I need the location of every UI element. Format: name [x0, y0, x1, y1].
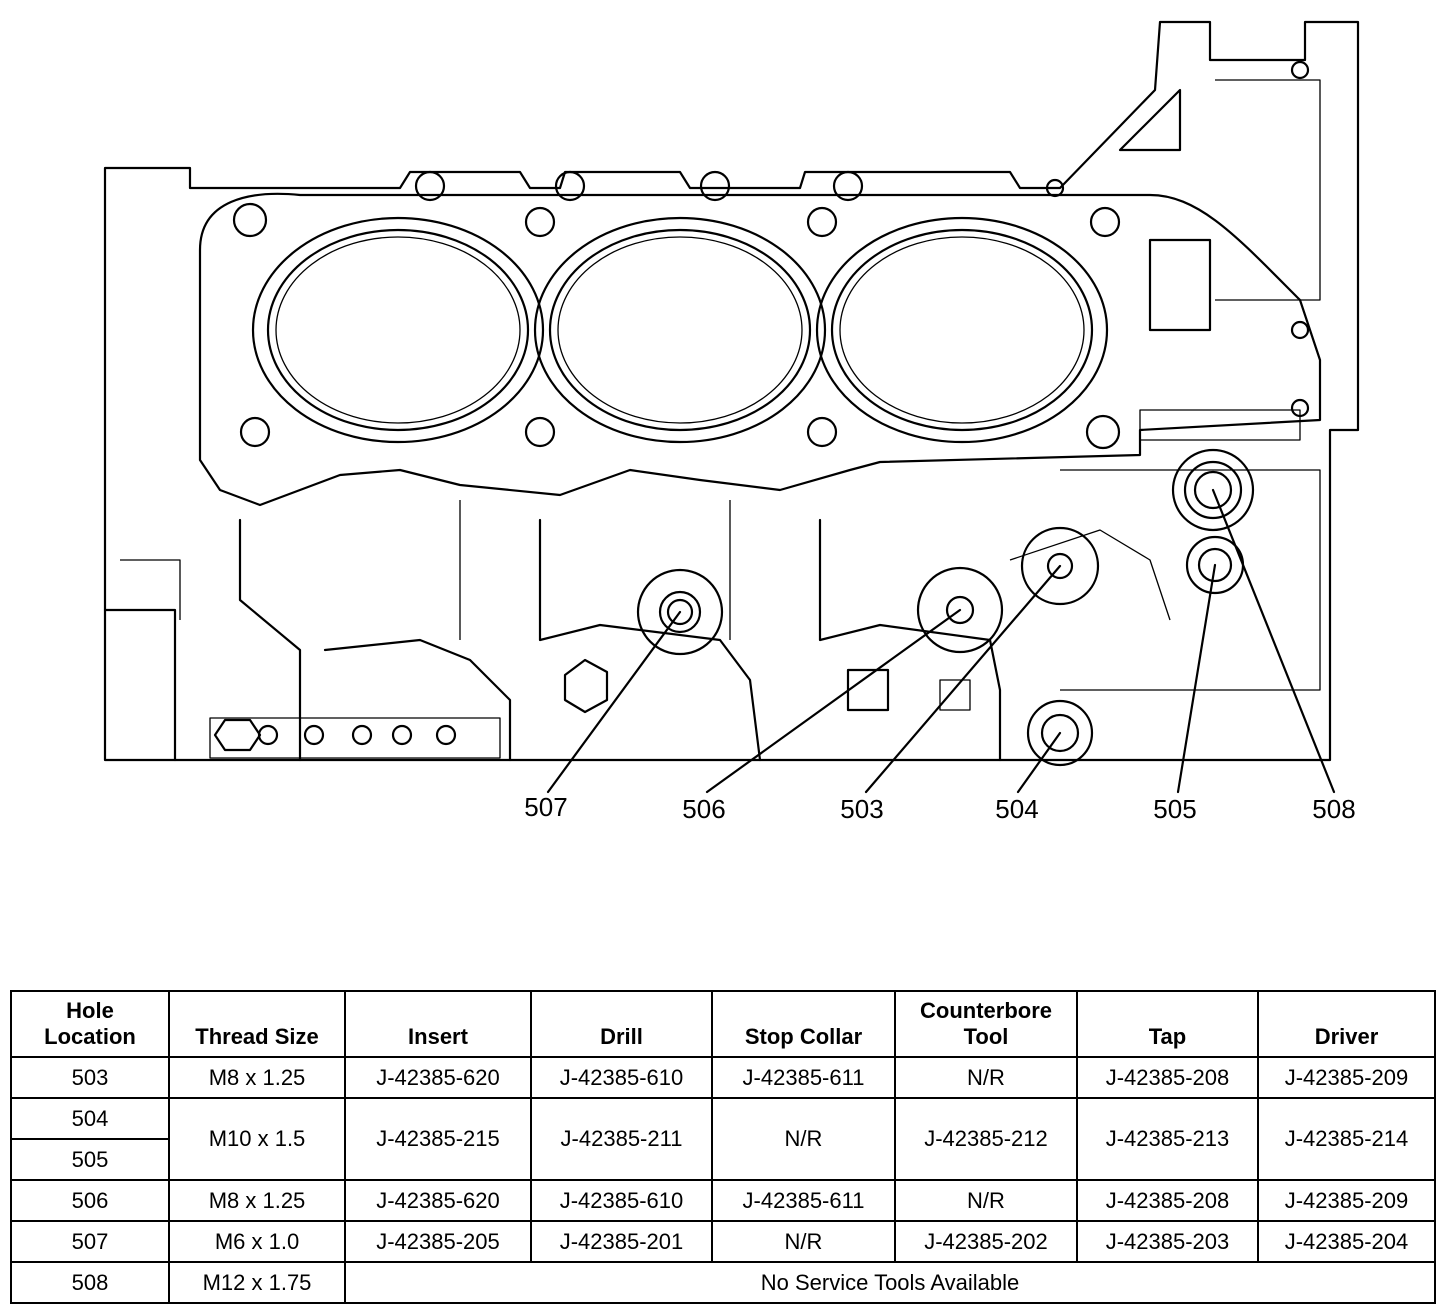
cell-drill: J-42385-610: [530, 1056, 713, 1099]
header-thread-size: Thread Size: [168, 990, 346, 1058]
cell-stop-collar: J-42385-611: [711, 1179, 896, 1222]
cell-drill: J-42385-211: [530, 1097, 713, 1181]
cylinder-3: [815, 216, 1109, 444]
cell-insert: J-42385-620: [344, 1056, 532, 1099]
cell-hole: 503: [10, 1056, 170, 1099]
hole-507-boss: [636, 568, 724, 656]
header-stop-collar: Stop Collar: [711, 990, 896, 1058]
cell-stop-collar: N/R: [711, 1220, 896, 1263]
callout-507: 507: [524, 792, 567, 822]
table-row: 505: [10, 1138, 1435, 1181]
table-row: 508 M12 x 1.75 No Service Tools Availabl…: [10, 1261, 1436, 1304]
crankcase-detail: [103, 500, 1002, 762]
cell-insert: J-42385-215: [344, 1097, 532, 1181]
header-insert: Insert: [344, 990, 532, 1058]
hole-506-boss: [916, 566, 1004, 654]
cell-driver: J-42385-214: [1257, 1097, 1436, 1181]
hole-508-boss: [1171, 448, 1255, 532]
hole-504-boss: [1026, 699, 1094, 767]
header-driver: Driver: [1257, 990, 1436, 1058]
table-row: 504 M10 x 1.5 J-42385-215 J-42385-211 N/…: [10, 1097, 1436, 1181]
cell-insert: J-42385-205: [344, 1220, 532, 1263]
hole-503-boss: [1020, 526, 1100, 606]
cell-counterbore: N/R: [894, 1179, 1078, 1222]
leader-lines: [546, 488, 1336, 794]
table-row: 506 M8 x 1.25 J-42385-620 J-42385-610 J-…: [10, 1179, 1436, 1222]
header-tap: Tap: [1076, 990, 1259, 1058]
engine-block-drawing: 507 506 503 504 505 508: [103, 20, 1360, 824]
cell-thread: M8 x 1.25: [168, 1179, 346, 1222]
cell-hole: 506: [10, 1179, 170, 1222]
cell-tap: J-42385-213: [1076, 1097, 1259, 1181]
callout-504: 504: [995, 794, 1038, 824]
cell-driver: J-42385-204: [1257, 1220, 1436, 1263]
cell-driver: J-42385-209: [1257, 1179, 1436, 1222]
cell-stop-collar: J-42385-611: [711, 1056, 896, 1099]
engine-block-illustration: 507 506 503 504 505 508: [103, 20, 1360, 824]
cell-drill: J-42385-610: [530, 1179, 713, 1222]
repair-holes: [636, 448, 1255, 767]
callout-506: 506: [682, 794, 725, 824]
callout-503: 503: [840, 794, 883, 824]
cell-counterbore: J-42385-212: [894, 1097, 1078, 1181]
cylinder-1: [251, 216, 545, 444]
cell-tap: J-42385-208: [1076, 1179, 1259, 1222]
cell-no-service-tools-note: No Service Tools Available: [344, 1261, 1436, 1304]
block-outline: [103, 20, 1360, 762]
cell-drill: J-42385-201: [530, 1220, 713, 1263]
cylinder-2: [533, 216, 827, 444]
table-row: 503 M8 x 1.25 J-42385-620 J-42385-610 J-…: [10, 1056, 1436, 1099]
cell-tap: J-42385-208: [1076, 1056, 1259, 1099]
callout-508: 508: [1312, 794, 1355, 824]
cell-thread: M12 x 1.75: [168, 1261, 346, 1304]
cell-hole: 507: [10, 1220, 170, 1263]
cell-driver: J-42385-209: [1257, 1056, 1436, 1099]
cell-insert: J-42385-620: [344, 1179, 532, 1222]
cell-hole: 508: [10, 1261, 170, 1304]
cell-hole: 505: [10, 1138, 170, 1181]
cell-counterbore: N/R: [894, 1056, 1078, 1099]
callout-505: 505: [1153, 794, 1196, 824]
cell-counterbore: J-42385-202: [894, 1220, 1078, 1263]
cylinder-bores: [251, 216, 1109, 444]
cell-stop-collar: N/R: [711, 1097, 896, 1181]
head-bolt-holes: [232, 60, 1310, 450]
header-drill: Drill: [530, 990, 713, 1058]
cell-thread: M8 x 1.25: [168, 1056, 346, 1099]
head-gasket-outline: [198, 192, 1322, 507]
cell-tap: J-42385-203: [1076, 1220, 1259, 1263]
table-row: 507 M6 x 1.0 J-42385-205 J-42385-201 N/R…: [10, 1220, 1436, 1263]
cell-thread: M10 x 1.5: [168, 1097, 346, 1181]
cell-thread: M6 x 1.0: [168, 1220, 346, 1263]
cell-hole: 504: [10, 1097, 170, 1140]
timing-cover-detail: [1009, 79, 1321, 691]
